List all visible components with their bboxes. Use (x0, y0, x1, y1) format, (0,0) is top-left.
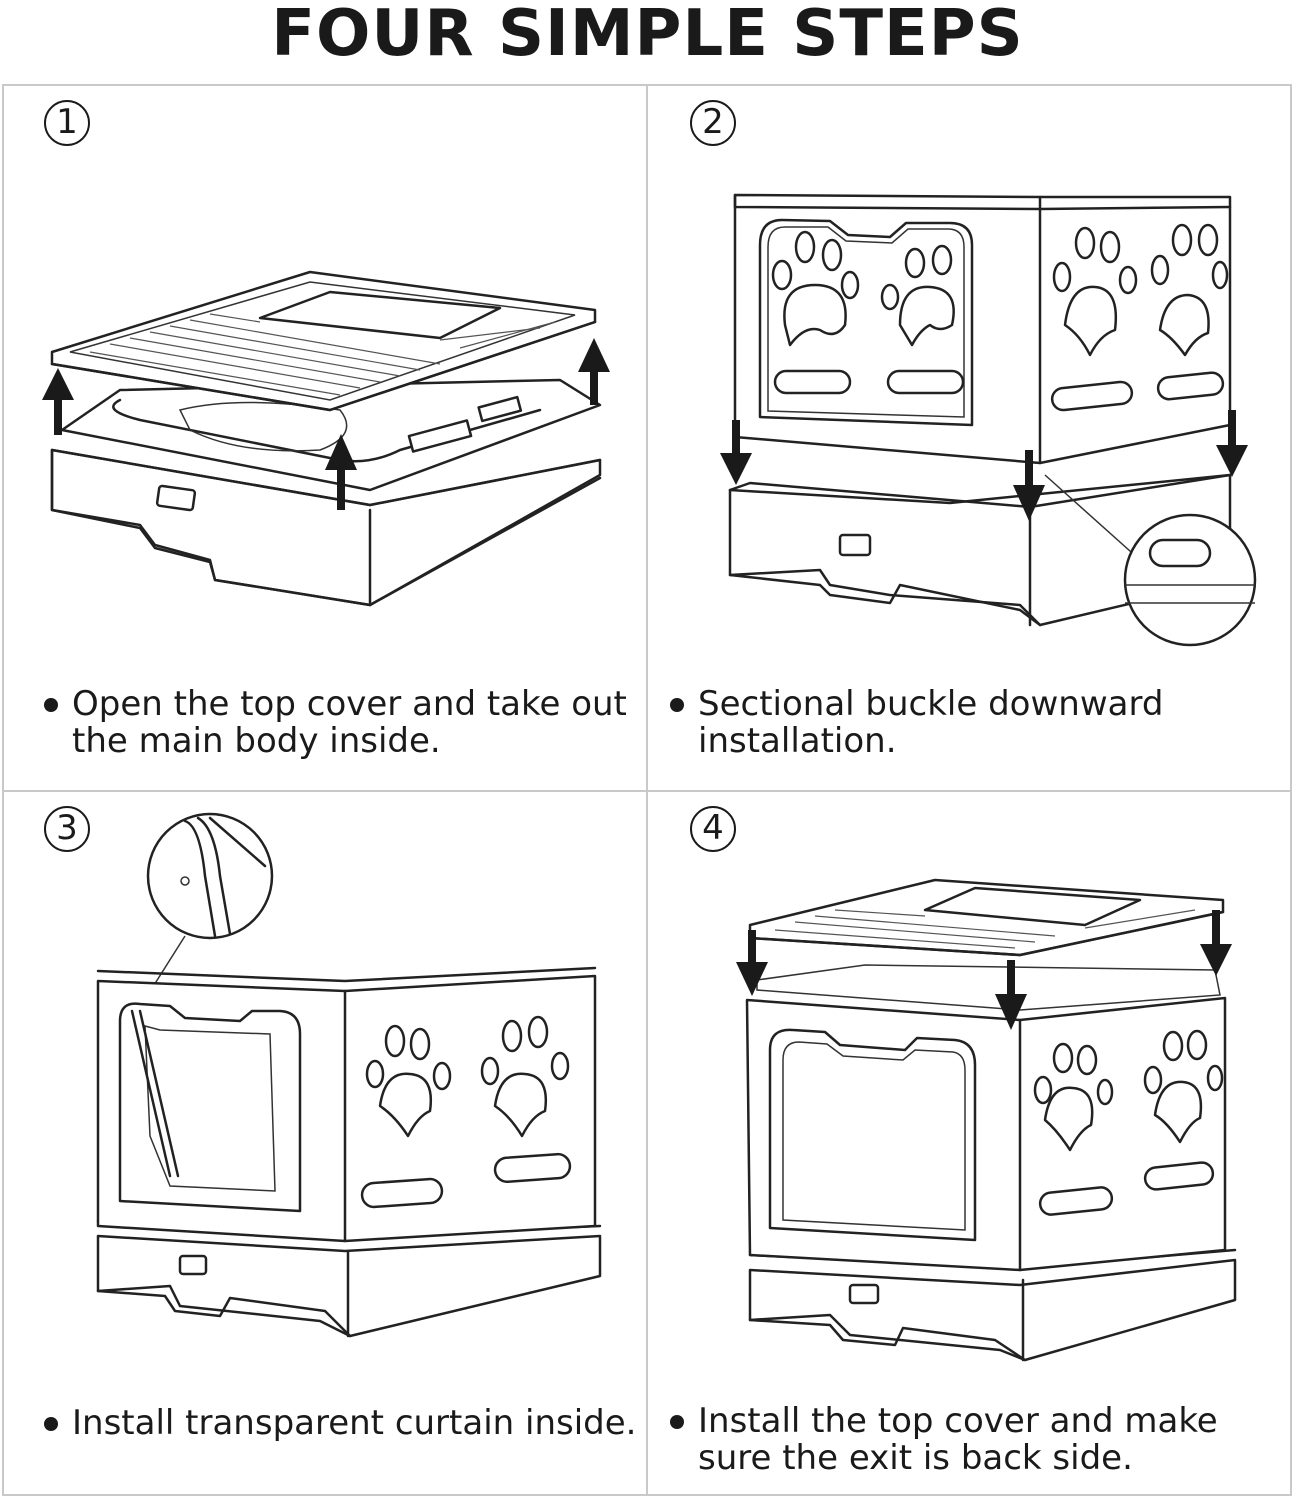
arrow-down-icon (720, 420, 752, 485)
step-3-caption-line1: Install transparent curtain inside. (72, 1403, 637, 1443)
arrow-up-icon (578, 338, 610, 405)
arrow-down-icon (1013, 450, 1045, 521)
bullet-dot-icon (44, 698, 58, 712)
step-4-cover-grid (774, 909, 1196, 949)
step-4-illustration (736, 878, 1237, 1362)
grid-divider-horizontal (2, 790, 1292, 792)
paw-print-icon (771, 230, 860, 347)
paw-print-icon (1143, 1029, 1224, 1144)
paw-print-icon (880, 244, 955, 347)
step-2-caption-line1: Sectional buckle downward (698, 684, 1164, 724)
step-4-number: 4 (690, 806, 736, 852)
bullet-dot-icon (670, 1415, 684, 1429)
step-1-illustration (42, 270, 610, 607)
arrow-down-icon (995, 960, 1027, 1030)
step-2-illustration (720, 193, 1257, 647)
step-4-caption-line2: sure the exit is back side. (698, 1438, 1133, 1478)
bullet-dot-icon (670, 698, 684, 712)
arrow-up-icon (325, 434, 357, 510)
step-1-caption-line2: the main body inside. (72, 721, 441, 761)
magnifier-detail-icon (1044, 474, 1257, 647)
step-1-number: 1 (44, 100, 90, 146)
arrow-down-icon (1200, 910, 1232, 976)
bullet-dot-icon (44, 1417, 58, 1431)
step-4-caption: Install the top cover and make sure the … (670, 1403, 1278, 1477)
step-1-caption-line1: Open the top cover and take out (72, 684, 627, 724)
paw-print-icon (365, 1024, 452, 1138)
paw-print-icon (1033, 1042, 1114, 1152)
paw-print-icon (1150, 223, 1229, 357)
step-3-caption: Install transparent curtain inside. (44, 1405, 672, 1442)
step-3-number: 3 (44, 806, 90, 852)
step-1-cover-grid (89, 313, 556, 396)
arrow-down-icon (1216, 410, 1248, 477)
step-2-caption: Sectional buckle downward installation. (670, 686, 1278, 760)
page-title: FOUR SIMPLE STEPS (271, 0, 1024, 71)
step-4-caption-line1: Install the top cover and make (698, 1401, 1218, 1441)
arrow-down-icon (736, 930, 768, 996)
step-3-illustration (96, 812, 602, 1338)
magnifier-detail-icon (124, 812, 274, 1032)
paw-print-icon (1052, 226, 1138, 357)
paw-print-icon (480, 1015, 570, 1138)
step-1-caption: Open the top cover and take out the main… (44, 686, 652, 760)
arrow-up-icon (42, 368, 74, 435)
step-2-caption-line2: installation. (698, 721, 897, 761)
step-2-number: 2 (690, 100, 736, 146)
